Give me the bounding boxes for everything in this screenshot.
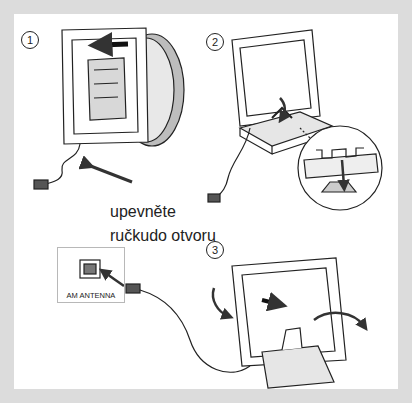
rotate-arrow <box>314 313 364 326</box>
instruction-label: upevněte ručkudo otvoru <box>110 200 228 248</box>
zoom-base <box>304 154 378 178</box>
antenna-wire <box>218 128 250 196</box>
socket-hole <box>84 264 96 274</box>
antenna-wire <box>46 144 80 184</box>
am-socket <box>80 260 100 278</box>
loop-frame-inner <box>240 40 311 116</box>
rotate-arrow <box>213 288 228 316</box>
insert-arrow <box>280 98 285 118</box>
adjust-arrow <box>262 300 278 304</box>
step3-antenna <box>104 258 364 388</box>
wire-plug <box>34 180 48 189</box>
base-post <box>282 328 302 350</box>
step-number-circle: 2 <box>206 33 224 51</box>
socket-panel: AM ANTENNA <box>57 247 125 303</box>
step2-antenna <box>208 30 382 210</box>
antenna-wire <box>140 290 250 372</box>
antenna-base <box>262 346 334 388</box>
socket-body <box>80 260 100 278</box>
socket-label: AM ANTENNA <box>67 292 116 300</box>
plug-arrow <box>104 272 124 286</box>
loop-frame-inner <box>72 38 138 134</box>
callout-number: 3 <box>212 245 218 256</box>
plate-slots <box>94 69 118 98</box>
inner-panel <box>14 14 398 389</box>
zoom-circle <box>298 126 382 210</box>
wire-plug <box>126 284 140 293</box>
loop-frame <box>232 30 320 126</box>
slide-arrow <box>100 44 128 45</box>
step-number-circle: 1 <box>21 31 39 49</box>
callout-number: 1 <box>27 35 33 46</box>
zoom-slot <box>322 182 356 192</box>
zoom-tab <box>316 148 364 158</box>
mount-plate <box>88 58 126 120</box>
callout-number: 2 <box>212 37 218 48</box>
loop-frame <box>62 28 148 144</box>
step1-antenna <box>34 28 184 189</box>
zoom-arrow <box>342 160 344 186</box>
wire-plug <box>208 194 220 202</box>
loop-frame-inner <box>242 268 335 357</box>
pull-arrow <box>88 165 132 182</box>
